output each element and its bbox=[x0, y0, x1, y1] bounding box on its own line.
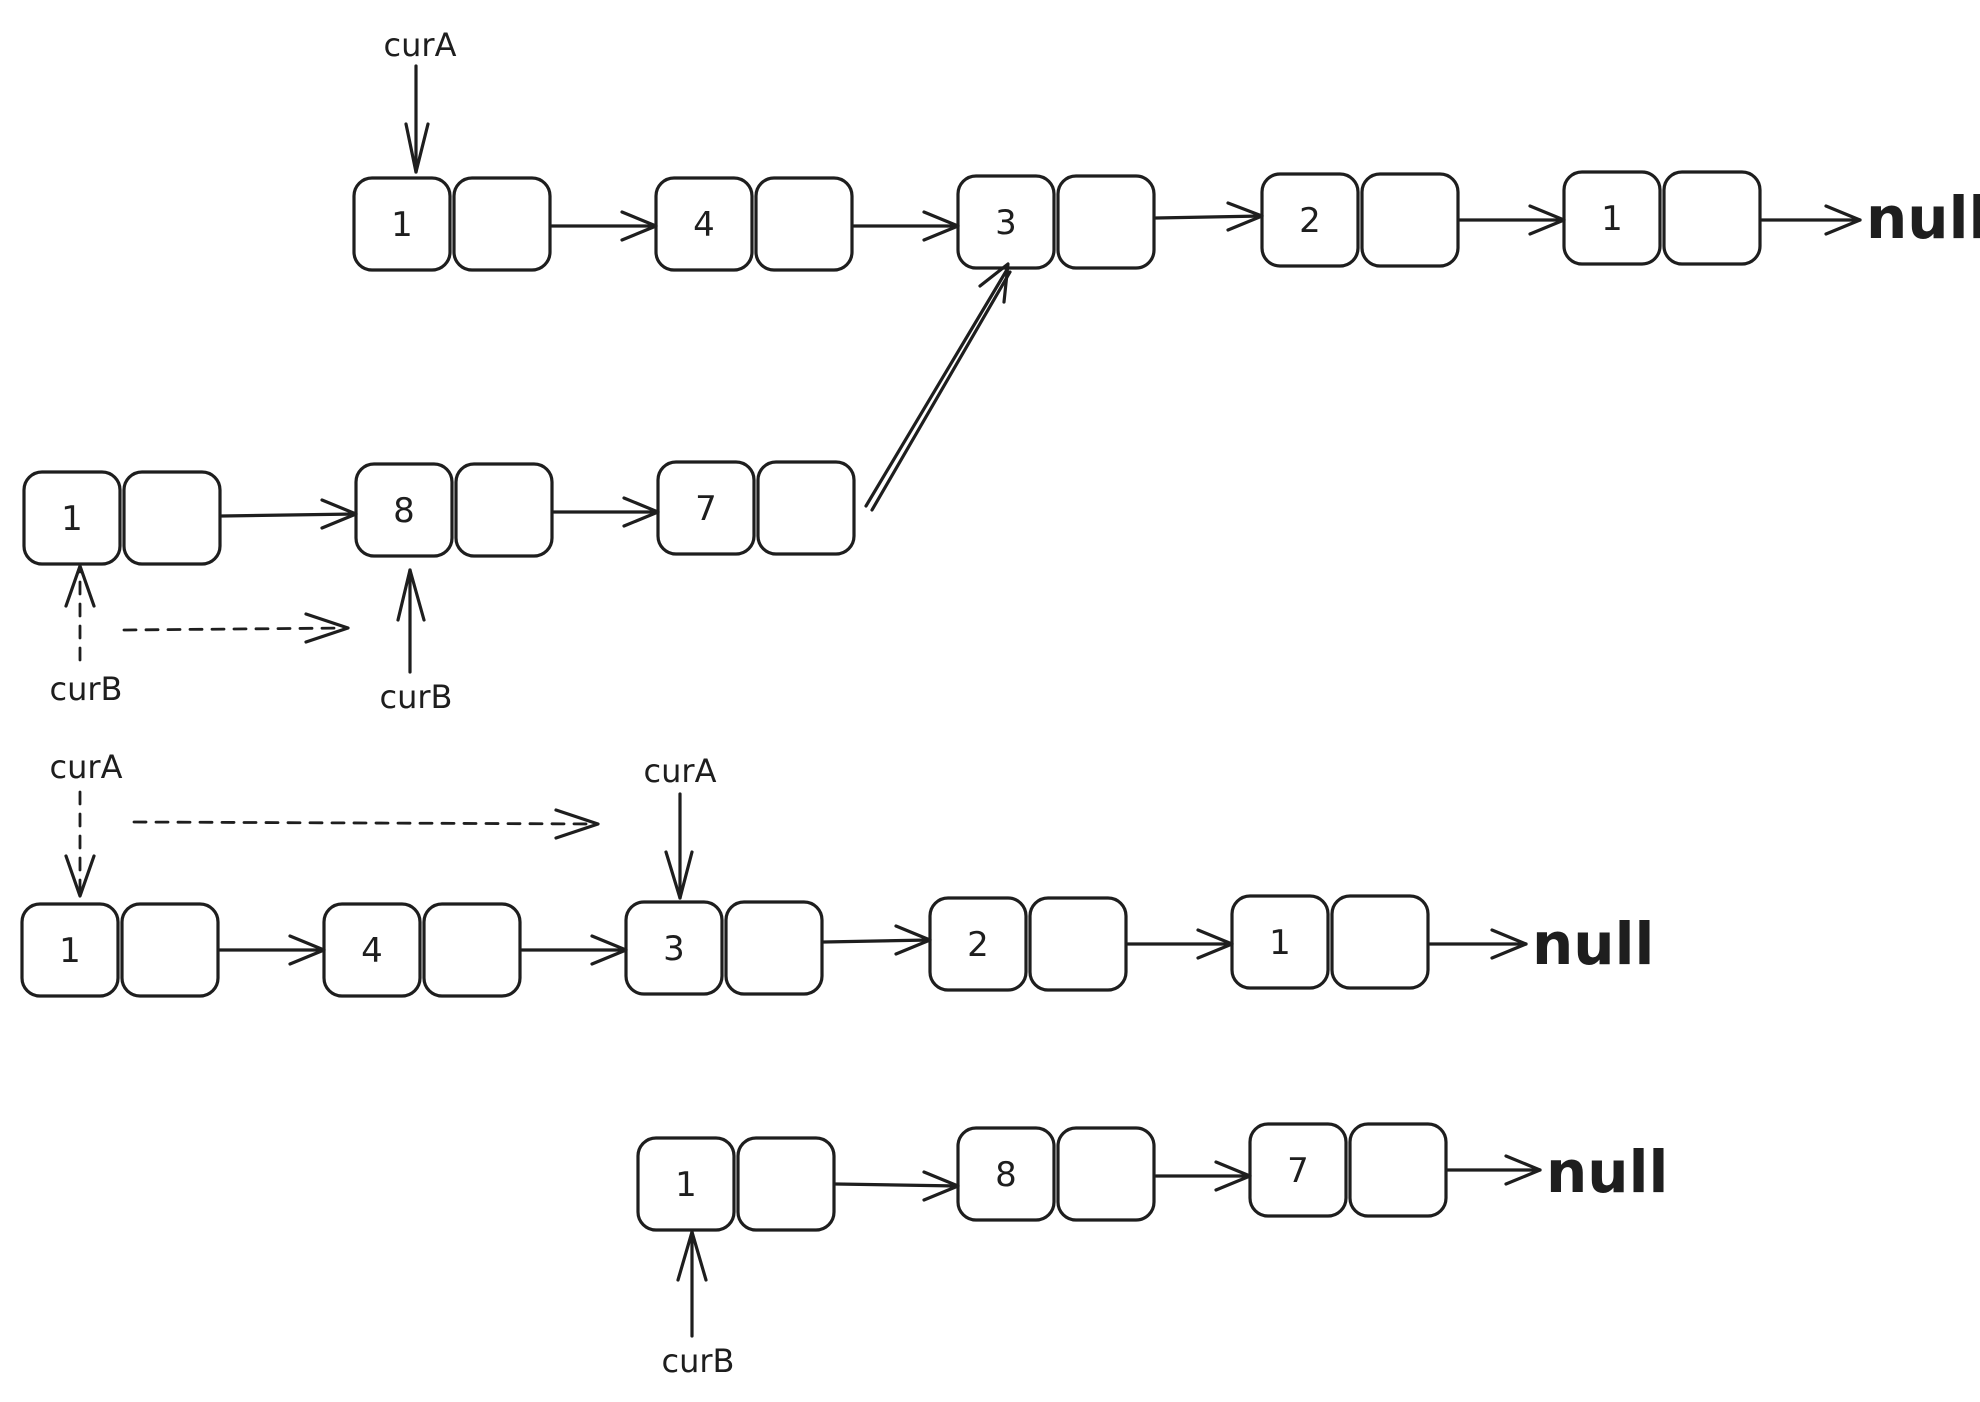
cur-b-pointer: curB bbox=[50, 564, 123, 708]
arrow-down-dashed-icon bbox=[64, 790, 96, 898]
arrow-icon bbox=[218, 934, 326, 966]
node-value: 1 bbox=[1601, 199, 1623, 239]
arrow-up-icon bbox=[676, 1230, 708, 1338]
node-value: 8 bbox=[995, 1155, 1017, 1195]
arrow-icon bbox=[822, 924, 932, 956]
list-a-row: 1 4 3 2 1 bbox=[352, 26, 1980, 272]
list-node: 1 bbox=[1562, 170, 1762, 266]
pointer-label: curA bbox=[384, 26, 457, 64]
node-value: 1 bbox=[61, 499, 83, 539]
list-b-row: 1 8 7 curB bbox=[22, 262, 1012, 716]
arrow-diagonal-icon bbox=[864, 262, 1012, 512]
arrow-icon bbox=[1458, 204, 1566, 236]
list-b-row-step: 1 8 7 null curB bbox=[636, 1122, 1668, 1380]
list-node: 2 bbox=[1260, 172, 1460, 268]
list-node: 1 bbox=[1230, 894, 1430, 990]
node-value: 1 bbox=[391, 205, 413, 245]
cur-b-pointer-moved: curB bbox=[380, 568, 453, 716]
list-node: 2 bbox=[928, 896, 1128, 992]
pointer-label: curB bbox=[380, 678, 453, 716]
node-value: 7 bbox=[1287, 1151, 1309, 1191]
list-node: 1 bbox=[636, 1136, 836, 1232]
list-node: 1 bbox=[22, 470, 222, 566]
node-value: 2 bbox=[1299, 201, 1321, 241]
cur-a-pointer-moved: curA bbox=[644, 752, 717, 900]
pointer-label: curB bbox=[662, 1342, 735, 1380]
node-value: 3 bbox=[995, 203, 1017, 243]
arrow-up-icon bbox=[396, 568, 426, 674]
arrow-icon bbox=[220, 498, 358, 530]
list-node: 4 bbox=[322, 902, 522, 998]
node-value: 4 bbox=[693, 205, 715, 245]
list-node: 7 bbox=[1248, 1122, 1448, 1218]
node-value: 2 bbox=[967, 925, 989, 965]
move-right-dashed-icon bbox=[122, 612, 350, 644]
node-value: 3 bbox=[663, 929, 685, 969]
arrow-icon bbox=[1126, 928, 1234, 960]
arrow-icon bbox=[1446, 1154, 1542, 1186]
list-node: 1 bbox=[20, 902, 220, 998]
arrow-icon bbox=[1428, 928, 1528, 960]
arrow-icon bbox=[552, 496, 660, 528]
list-node: 8 bbox=[354, 462, 554, 558]
pointer-label: curA bbox=[50, 748, 123, 786]
null-label: null bbox=[1532, 910, 1654, 978]
list-a-row-step: 1 4 3 2 1 bbox=[20, 748, 1654, 998]
arrow-icon bbox=[1154, 1160, 1252, 1192]
list-node-intersection: 3 bbox=[956, 174, 1156, 270]
pointer-label: curA bbox=[644, 752, 717, 790]
arrow-icon bbox=[520, 934, 628, 966]
node-value: 1 bbox=[1269, 923, 1291, 963]
node-value: 1 bbox=[59, 931, 81, 971]
node-value: 7 bbox=[695, 489, 717, 529]
list-node: 8 bbox=[956, 1126, 1156, 1222]
arrow-icon bbox=[1154, 201, 1264, 232]
arrow-down-icon bbox=[664, 792, 694, 900]
arrow-down-icon bbox=[404, 64, 430, 174]
list-node: 1 bbox=[352, 176, 552, 272]
list-node: 7 bbox=[656, 460, 856, 556]
move-right-dashed-icon bbox=[132, 808, 600, 840]
arrow-icon bbox=[1760, 204, 1862, 236]
node-value: 8 bbox=[393, 491, 415, 531]
list-node: 4 bbox=[654, 176, 854, 272]
node-value: 4 bbox=[361, 931, 383, 971]
cur-a-pointer: curA bbox=[384, 26, 457, 174]
node-value: 1 bbox=[675, 1165, 697, 1205]
cur-a-pointer: curA bbox=[50, 748, 123, 898]
list-node: 3 bbox=[624, 900, 824, 996]
arrow-icon bbox=[852, 210, 960, 242]
null-label: null bbox=[1866, 184, 1980, 252]
null-label: null bbox=[1546, 1138, 1668, 1206]
arrow-icon bbox=[550, 210, 658, 242]
pointer-label: curB bbox=[50, 670, 123, 708]
arrow-icon bbox=[834, 1170, 960, 1202]
arrow-up-dashed-icon bbox=[64, 564, 96, 662]
cur-b-pointer: curB bbox=[662, 1230, 735, 1380]
